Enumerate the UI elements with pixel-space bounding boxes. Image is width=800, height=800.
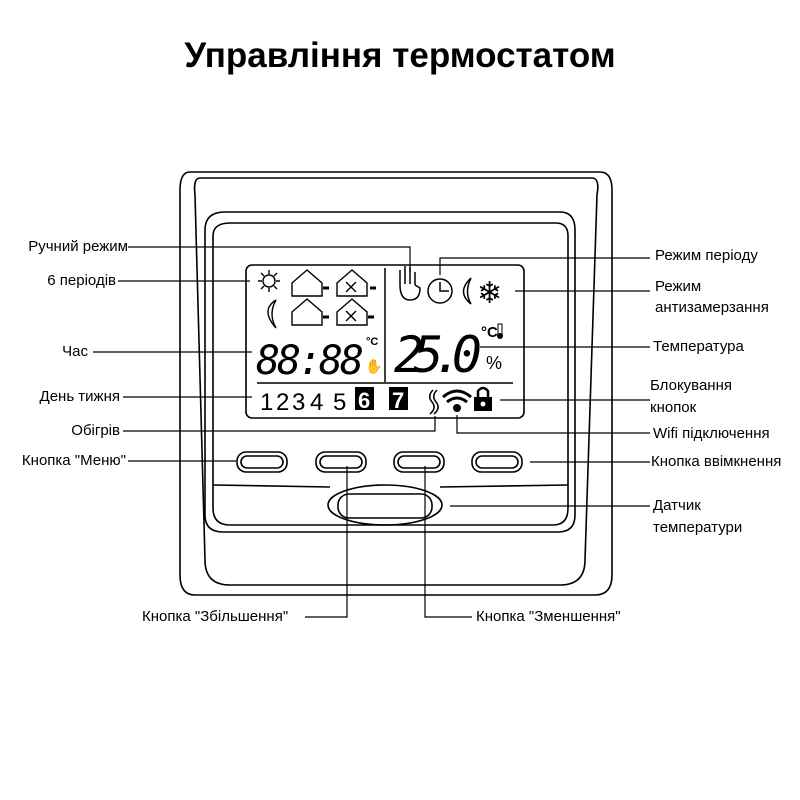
temperature-sensor-housing	[327, 484, 443, 526]
humidity-unit: %	[486, 353, 502, 373]
label-wifi: Wifi підключення	[653, 425, 770, 442]
clock-icon	[427, 278, 453, 304]
day-6: 6	[358, 388, 370, 413]
label-weekday: День тижня	[39, 388, 120, 405]
label-power-button: Кнопка ввімкнення	[651, 453, 782, 470]
wifi-icon	[442, 389, 472, 412]
day-5: 5	[333, 389, 346, 416]
decrease-button[interactable]	[393, 451, 445, 473]
house-meal-out-icon	[336, 298, 374, 326]
day-4: 4	[310, 389, 323, 416]
house-meal-in-icon	[336, 269, 376, 297]
temperature-unit: °C	[481, 324, 498, 341]
label-menu-button: Кнопка "Меню"	[21, 452, 126, 469]
increase-button[interactable]	[315, 451, 367, 473]
label-sensor-1: Датчик	[653, 497, 701, 514]
lock-icon	[474, 386, 492, 411]
label-lock-1: Блокування	[650, 377, 733, 394]
page-title: Управління термостатом	[184, 36, 616, 75]
small-hand-icon: ✋	[365, 358, 382, 374]
label-sensor-2: температури	[653, 519, 743, 536]
clock-unit: °C	[366, 336, 378, 348]
label-heating: Обігрів	[71, 422, 120, 439]
hand-icon	[399, 266, 421, 301]
label-antifreeze-2: антизамерзання	[655, 299, 769, 316]
house-in-icon	[291, 298, 329, 326]
label-antifreeze-1: Режим	[655, 278, 702, 295]
clock-readout: 88:88	[256, 338, 364, 384]
label-decrease-button: Кнопка "Зменшення"	[476, 608, 621, 625]
moon-icon	[462, 277, 472, 305]
day-2: 2	[276, 389, 289, 416]
sun-icon	[258, 270, 280, 292]
label-temperature: Температура	[653, 338, 744, 355]
heat-waves-icon	[429, 389, 439, 415]
label-period-mode: Режим періоду	[655, 247, 758, 264]
snowflake-icon: ❄	[477, 277, 502, 310]
label-time: Час	[62, 343, 88, 360]
house-out-icon	[291, 269, 329, 297]
leader-lines	[93, 246, 650, 618]
menu-button[interactable]	[236, 451, 288, 473]
power-button[interactable]	[471, 451, 523, 473]
day-1: 1	[260, 389, 273, 416]
label-lock-2: кнопок	[650, 399, 697, 416]
label-six-periods: 6 періодів	[47, 272, 116, 289]
temperature-sensor	[337, 493, 433, 519]
thermometer-icon	[497, 323, 503, 339]
day-7: 7	[392, 388, 404, 413]
thermostat-body	[179, 171, 613, 596]
label-increase-button: Кнопка "Збільшення"	[142, 608, 289, 625]
temperature-readout: 25.0	[394, 326, 482, 384]
moon-icon	[267, 299, 277, 329]
lcd-display: 88:88 °C ✋ ❄ 25.0 °C % 1 2 3 4 5 6 7	[245, 264, 525, 419]
label-manual-mode: Ручний режим	[28, 238, 128, 255]
day-3: 3	[292, 389, 305, 416]
